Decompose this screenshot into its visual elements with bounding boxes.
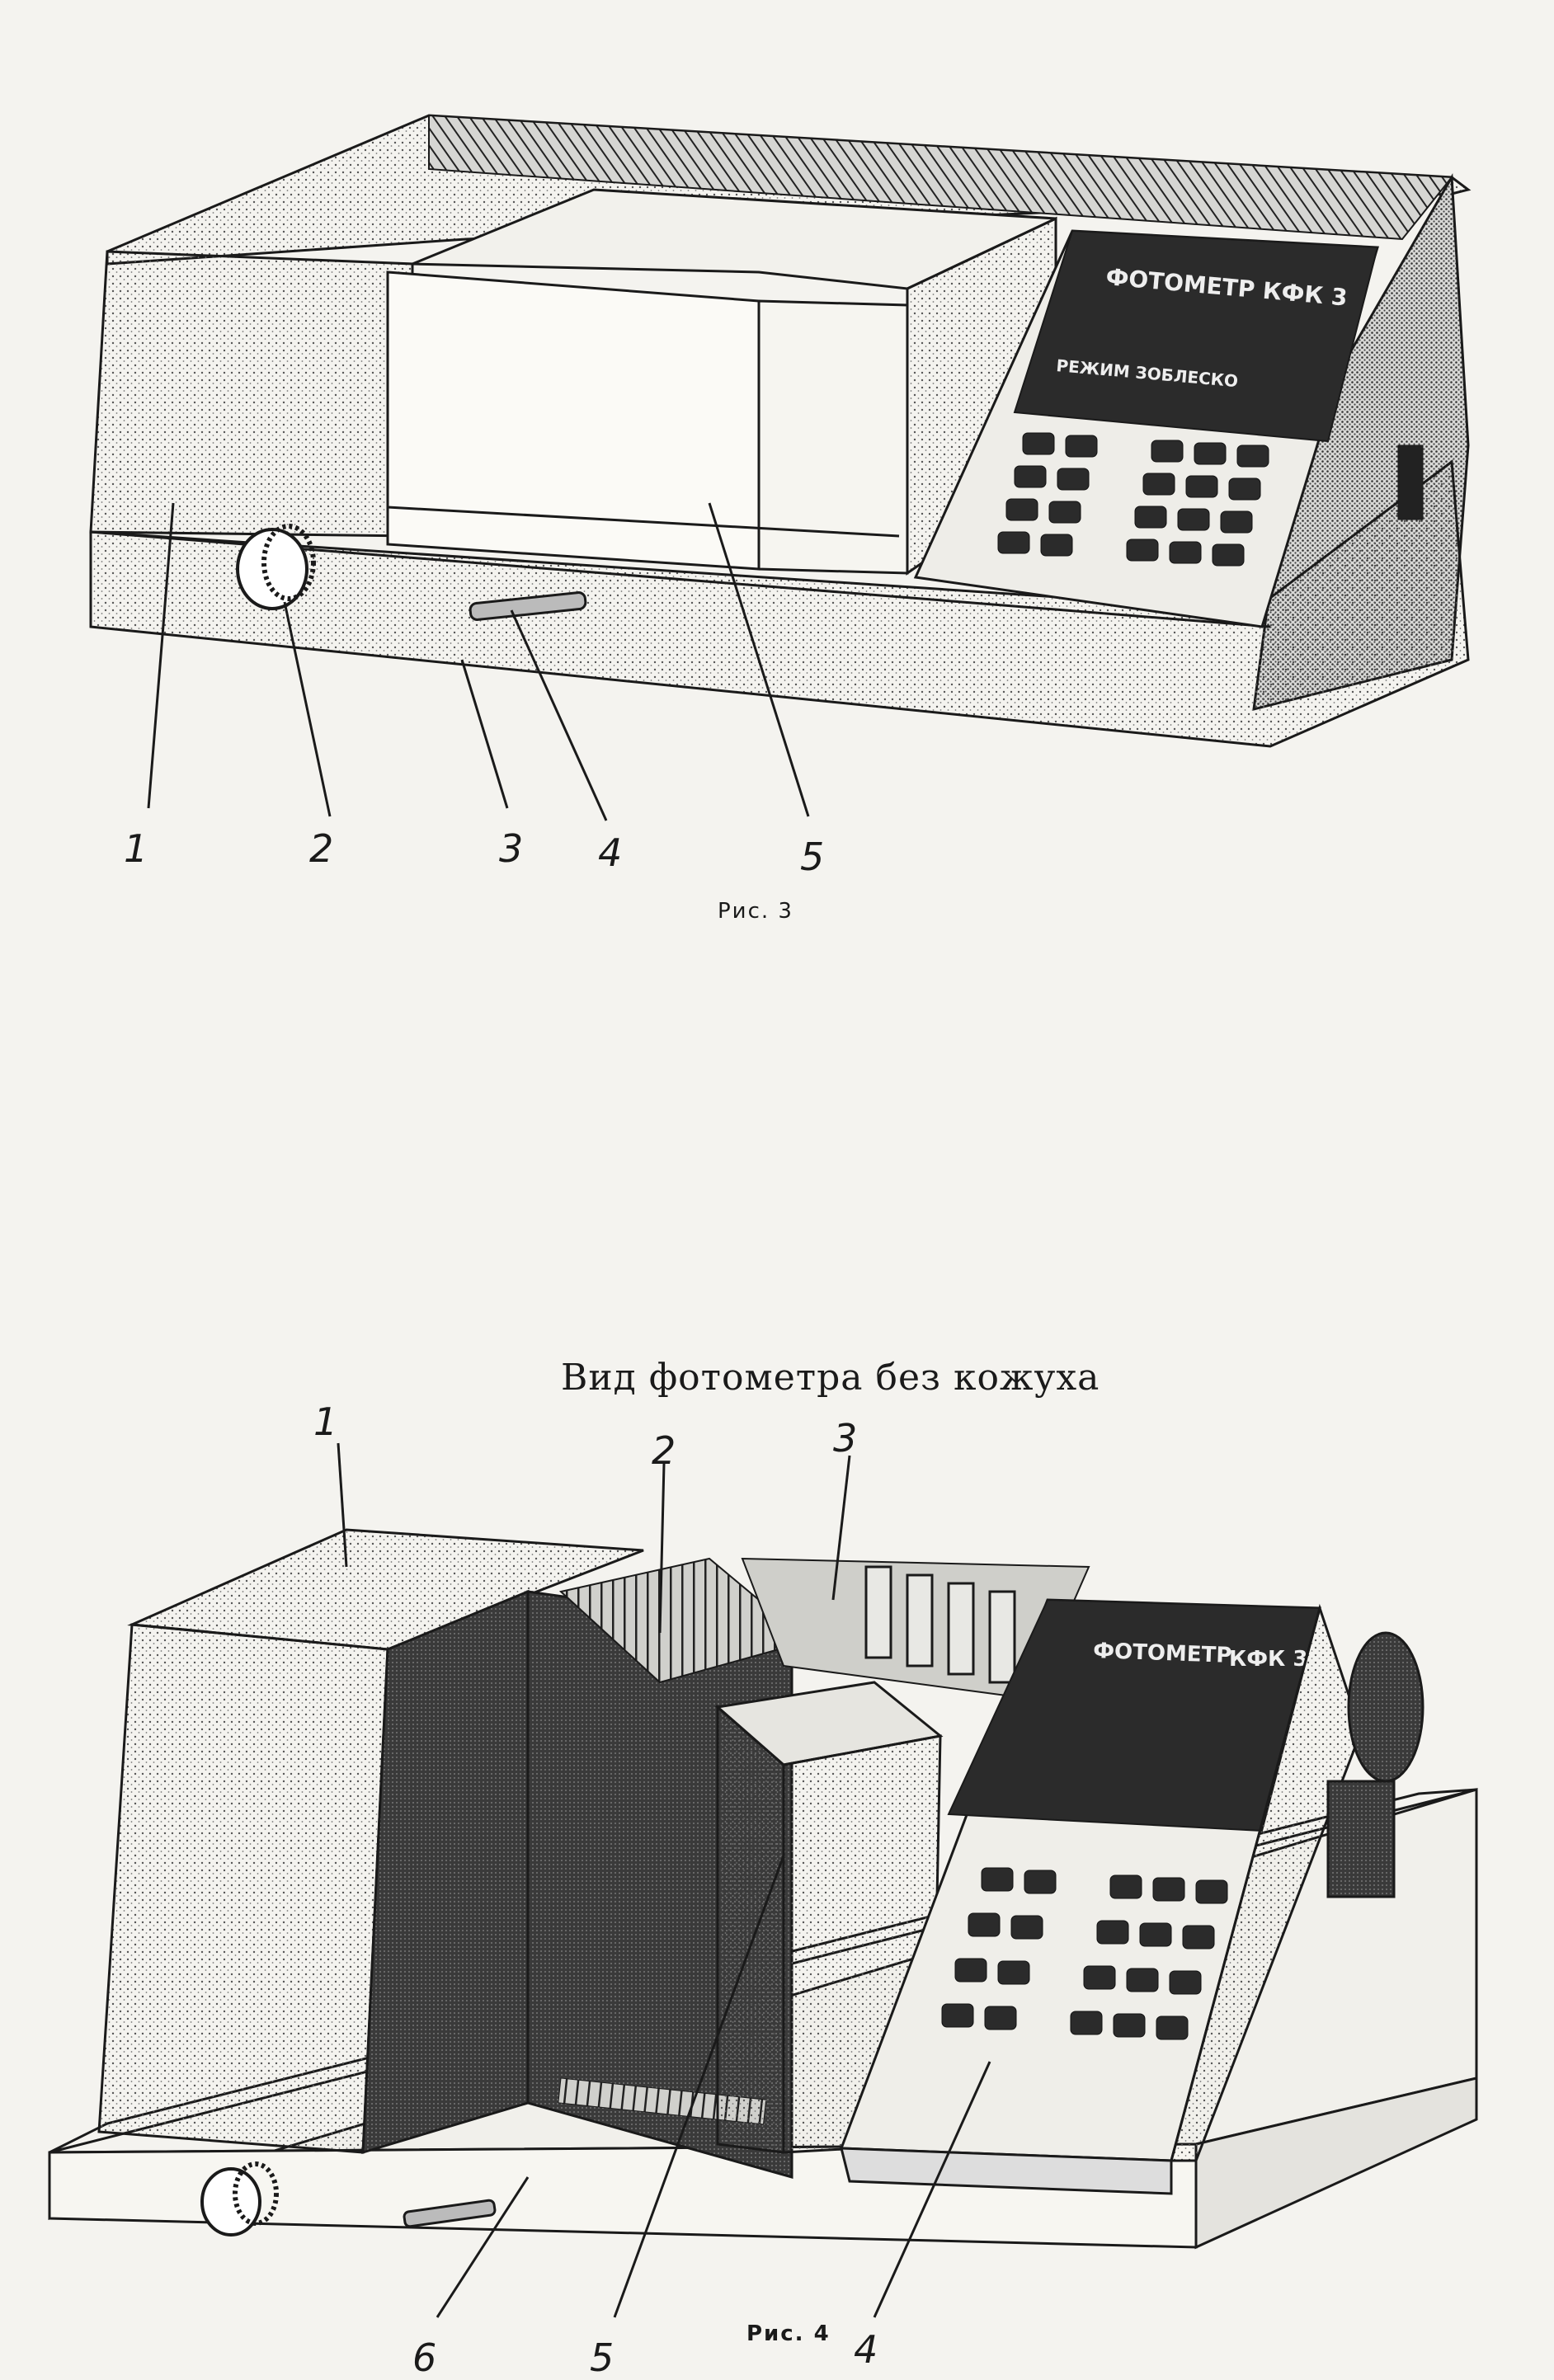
- figure-4-caption: Рис. 4: [746, 2321, 831, 2346]
- keypad-key[interactable]: [954, 1958, 987, 1983]
- keypad-key[interactable]: [984, 2006, 1017, 2030]
- callout-2: 2: [309, 826, 333, 871]
- keypad-key[interactable]: [941, 2003, 974, 2028]
- callout-4-4: 4: [854, 2327, 878, 2372]
- figure-4-heading: Вид фотометра без кожуха: [561, 1357, 1100, 1399]
- keypad-key[interactable]: [1096, 1920, 1129, 1945]
- callout-4-6: 6: [412, 2335, 436, 2380]
- keypad-key[interactable]: [1152, 1877, 1185, 1902]
- keypad-key[interactable]: [968, 1912, 1001, 1937]
- monochromator-cover-front: [97, 1623, 389, 2154]
- keypad-key[interactable]: [1024, 1870, 1057, 1894]
- keypad-key[interactable]: [1005, 498, 1038, 521]
- keypad-key[interactable]: [997, 1960, 1030, 1985]
- callout-4: 4: [598, 830, 622, 875]
- callout-3: 3: [499, 826, 523, 871]
- callout-4-2: 2: [652, 1428, 676, 1473]
- keypad-key[interactable]: [1182, 1925, 1215, 1950]
- panel-model-text-4: КФК 3: [1229, 1647, 1307, 1672]
- vent-grille: [428, 114, 1453, 241]
- wavelength-knob-4[interactable]: [200, 2167, 261, 2237]
- figure-3: ФОТОМЕТР КФК 3 РЕЖИМ ЗОБЛЕСКО 1 2 3: [0, 0, 1554, 990]
- keypad-key[interactable]: [1139, 1922, 1172, 1947]
- keypad-key[interactable]: [1156, 2015, 1189, 2040]
- keypad-key[interactable]: [1109, 1874, 1142, 1899]
- keypad-key[interactable]: [1057, 468, 1090, 491]
- callout-leaders-4: [337, 1442, 991, 2318]
- keypad-key[interactable]: [1185, 475, 1218, 498]
- keypad-key[interactable]: [1010, 1915, 1043, 1940]
- callout-4-3: 3: [833, 1416, 857, 1460]
- keypad-key[interactable]: [1048, 501, 1081, 524]
- wavelength-knob[interactable]: [236, 528, 308, 610]
- keypad-key[interactable]: [1236, 444, 1269, 468]
- keypad-key[interactable]: [1220, 510, 1253, 534]
- callout-5: 5: [800, 835, 824, 879]
- callout-4-1: 1: [313, 1399, 337, 1444]
- figure-4: Вид фотометра без кожуха: [0, 1319, 1554, 2380]
- keypad-key[interactable]: [1126, 539, 1159, 562]
- keypad-key[interactable]: [1022, 432, 1055, 455]
- keypad-key[interactable]: [1228, 477, 1261, 501]
- cuvette-slider-handle[interactable]: [469, 591, 587, 621]
- keypad-key[interactable]: [1142, 473, 1175, 496]
- keypad-key[interactable]: [1169, 541, 1202, 564]
- keypad-4: [941, 1867, 1228, 2040]
- keypad-key[interactable]: [1113, 2013, 1146, 2038]
- callout-1: 1: [124, 826, 148, 871]
- keypad-key[interactable]: [1194, 442, 1227, 465]
- keypad-key[interactable]: [1065, 435, 1098, 458]
- figure-3-caption: Рис. 3: [718, 899, 793, 924]
- figure-4-drawing: ФОТОМЕТР КФК 3 1 2 3 6: [48, 1399, 1478, 2380]
- keypad-key[interactable]: [1014, 465, 1047, 488]
- keypad-key[interactable]: [1195, 1879, 1228, 1904]
- keypad-key[interactable]: [997, 531, 1030, 554]
- keypad-key[interactable]: [1040, 534, 1073, 557]
- keypad-key[interactable]: [1070, 2011, 1103, 2035]
- slider-handle-4[interactable]: [403, 2199, 497, 2228]
- keypad: [997, 432, 1269, 567]
- keypad-key[interactable]: [1134, 506, 1167, 529]
- keypad-key[interactable]: [1169, 1970, 1202, 1995]
- display-window: [1013, 229, 1379, 443]
- keypad-key[interactable]: [1126, 1968, 1159, 1992]
- left-front-face: [89, 250, 414, 538]
- keypad-key[interactable]: [981, 1867, 1014, 1892]
- keypad-key[interactable]: [1083, 1965, 1116, 1990]
- motor-assembly: [1347, 1631, 1424, 1783]
- panel-brand-text-4: ФОТОМЕТР: [1093, 1639, 1232, 1668]
- power-switch[interactable]: [1397, 444, 1424, 520]
- keypad-key[interactable]: [1177, 508, 1210, 531]
- callout-leaders: [147, 502, 810, 821]
- callout-4-5: 5: [590, 2335, 614, 2380]
- figure-3-drawing: ФОТОМЕТР КФК 3 РЕЖИМ ЗОБЛЕСКО 1 2 3: [89, 114, 1472, 879]
- keypad-key[interactable]: [1212, 543, 1245, 567]
- keypad-key[interactable]: [1151, 440, 1184, 463]
